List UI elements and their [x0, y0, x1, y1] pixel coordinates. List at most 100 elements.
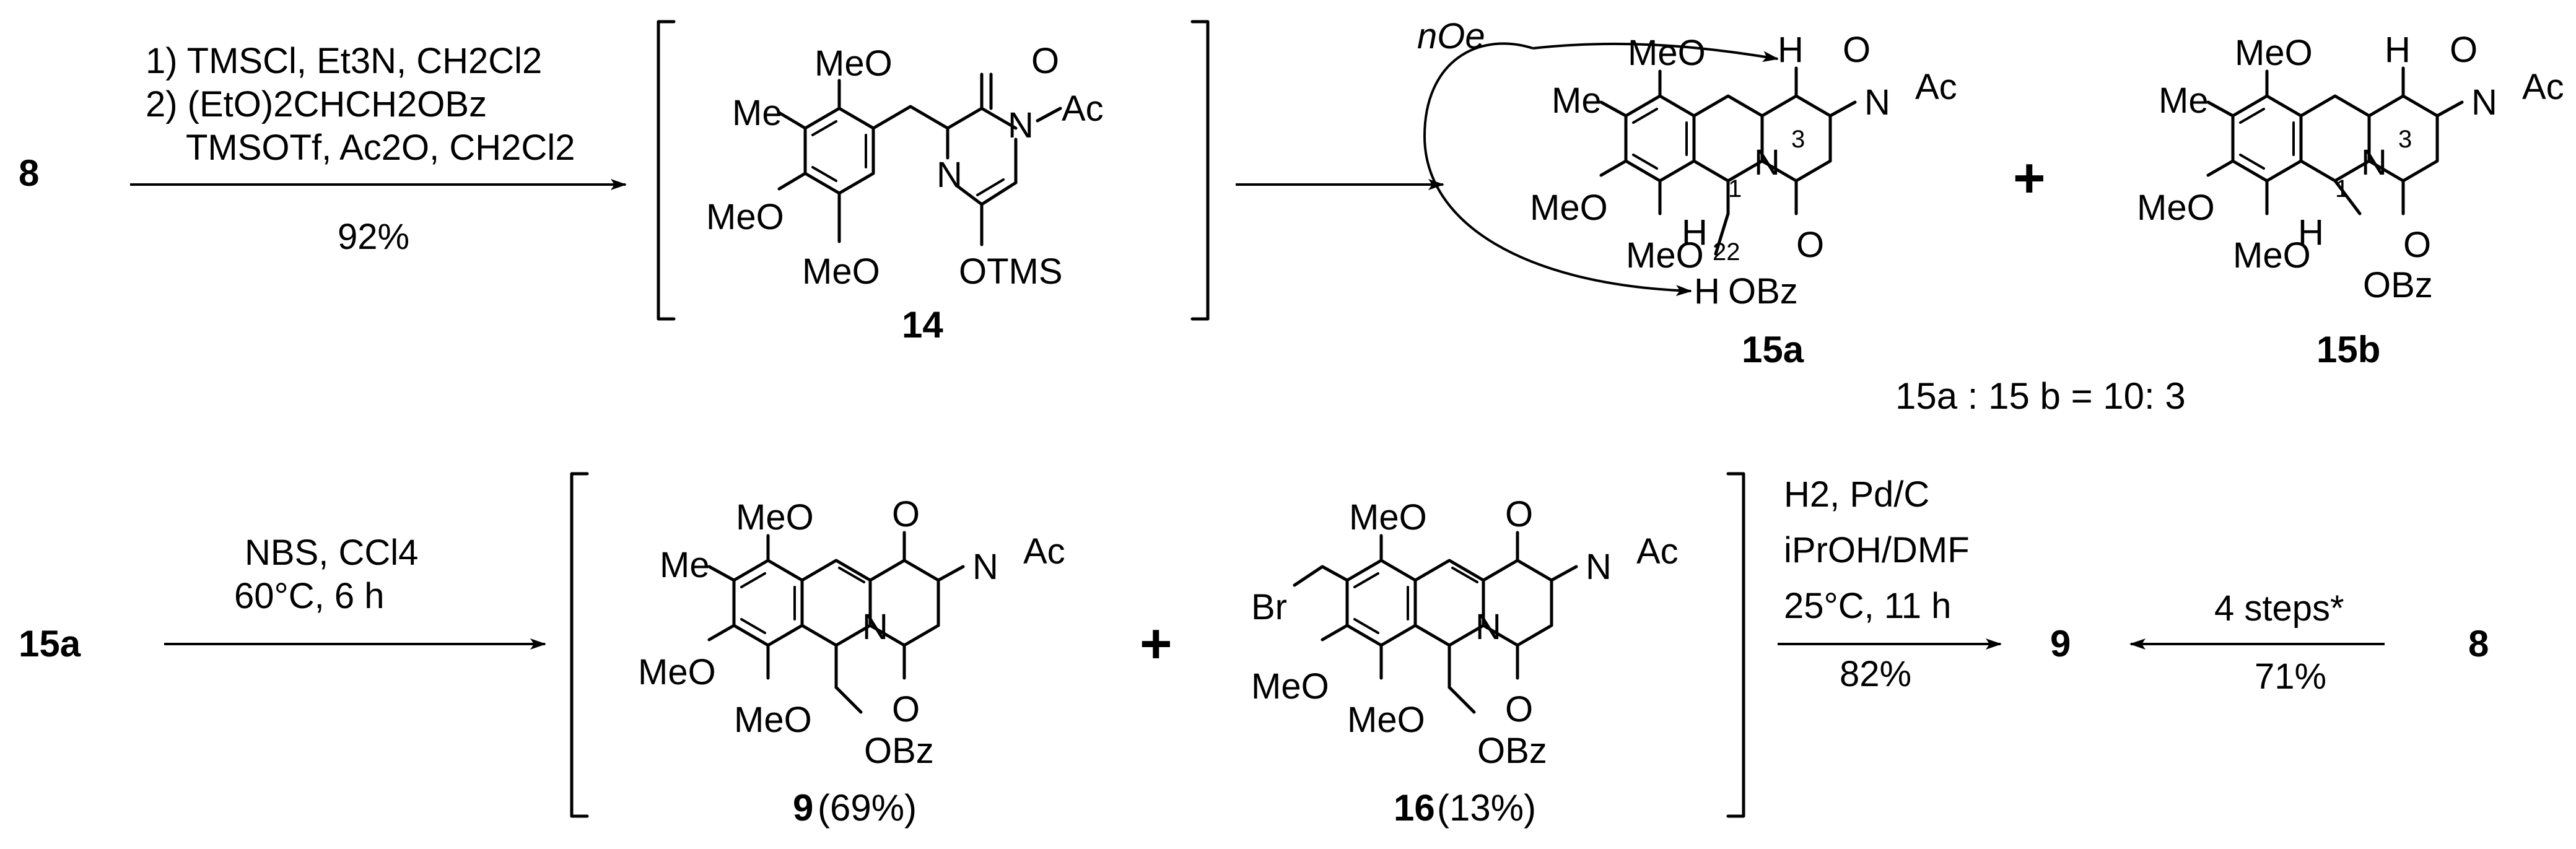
compound-16-label: 16 [1394, 787, 1435, 829]
c14-meo-top: MeO [814, 43, 893, 84]
compound-9-yield: (69%) [818, 787, 917, 829]
compound-8-end-label: 8 [2468, 623, 2489, 664]
c9-meo-top: MeO [736, 497, 814, 538]
compound-9-label: 9 [793, 787, 813, 829]
c9-o-bottom: O [892, 689, 920, 729]
step4-line1: H2, Pd/C [1784, 474, 1929, 515]
c9-o-top: O [892, 494, 920, 534]
noe-arrow-upper [1532, 42, 1779, 63]
c15a-meo-top: MeO [1628, 33, 1706, 73]
compound-14-structure: MeO Me MeO MeO O N Ac N OTMS [706, 41, 1104, 292]
c15a-num1: 1 [1728, 175, 1742, 202]
c15b-obz: OBz [2363, 265, 2433, 305]
c14-meo-bottom: MeO [802, 251, 880, 292]
c15b-h3: H [2385, 30, 2411, 70]
bracket-right-14 [1190, 20, 1210, 321]
compound-15a-structure: MeO Me MeO MeO H O N Ac N O H H OBz 1 3 … [1530, 30, 1957, 311]
c16-br: Br [1251, 587, 1287, 627]
c15a-me: Me [1552, 81, 1602, 121]
bracket-left-9-16 [570, 472, 589, 818]
bracket-right-9-16 [1726, 472, 1745, 818]
step1-conditions: 1) TMSCl, Et3N, CH2Cl2 2) (EtO)2CHCH2OBz… [146, 41, 575, 257]
c14-me: Me [732, 93, 782, 133]
c15b-o-top: O [2450, 30, 2478, 70]
c15a-num22: 22 [1713, 238, 1740, 266]
c15b-meo-bottom: MeO [2233, 235, 2311, 276]
noe-label: nOe [1417, 16, 1485, 56]
c15b-num1: 1 [2335, 175, 2349, 202]
c15a-meo-left: MeO [1530, 188, 1608, 228]
c14-meo-left: MeO [706, 197, 784, 237]
step5-line1: 4 steps* [2214, 588, 2344, 629]
step4-conditions: H2, Pd/C iPrOH/DMF 25°C, 11 h 82% [1784, 474, 1970, 694]
step3-conditions: NBS, CCl4 60°C, 6 h [234, 533, 418, 616]
c15a-n: N [1864, 82, 1890, 123]
c15b-h1: H [2298, 212, 2324, 253]
bracket-left-14 [657, 20, 676, 321]
step4-line3: 25°C, 11 h [1784, 586, 1951, 626]
compound-9-product-label: 9 [2050, 623, 2071, 664]
c15b-meo-top: MeO [2235, 33, 2313, 73]
c16-meo-top: MeO [1349, 497, 1427, 538]
c9-meo-left: MeO [638, 652, 716, 692]
c16-o-bottom: O [1505, 689, 1533, 729]
c9-meo-bottom: MeO [734, 700, 812, 740]
c14-ac: Ac [1062, 89, 1104, 129]
compound-15a-label: 15a [1742, 329, 1804, 370]
c16-meo-bottom: MeO [1347, 700, 1425, 740]
c16-n: N [1586, 547, 1612, 587]
c9-me: Me [660, 545, 710, 585]
step1-yield: 92% [338, 217, 409, 257]
c14-otms: OTMS [959, 251, 1063, 292]
c9-n2: N [862, 607, 888, 647]
compound-15b-structure: MeO Me MeO MeO H O N Ac N O H OBz 1 3 [2137, 30, 2564, 305]
compound-8-label: 8 [19, 152, 39, 194]
step5-conditions: 4 steps* 71% [2214, 588, 2344, 697]
c15a-n2: N [1754, 142, 1780, 183]
plus-sign-2: + [1140, 613, 1172, 675]
c9-n: N [972, 547, 998, 587]
step3-line1: NBS, CCl4 [245, 533, 418, 573]
c15a-h1: H [1682, 212, 1708, 253]
step4-yield: 82% [1840, 654, 1911, 694]
c14-o: O [1031, 41, 1059, 81]
c9-obz: OBz [864, 731, 934, 771]
c15b-meo-left: MeO [2137, 188, 2215, 228]
c16-obz: OBz [1477, 731, 1547, 771]
c14-n: N [1008, 105, 1034, 146]
c15b-n2: N [2361, 142, 2387, 183]
step3-line2: 60°C, 6 h [234, 576, 384, 616]
step1-line3: TMSOTf, Ac2O, CH2Cl2 [186, 128, 575, 168]
c16-n2: N [1475, 607, 1501, 647]
c15b-ac: Ac [2522, 67, 2564, 107]
c15a-o-bottom: O [1796, 225, 1824, 265]
compound-15b-label: 15b [2316, 329, 2380, 370]
c15a-num3: 3 [1791, 126, 1805, 153]
step1-line2: 2) (EtO)2CHCH2OBz [146, 84, 487, 124]
step5-yield: 71% [2255, 656, 2326, 697]
c15a-meo-bottom: MeO [1626, 235, 1704, 276]
c16-meo-left: MeO [1251, 666, 1329, 707]
c15a-h22: H [1694, 271, 1720, 311]
c15a-o-top: O [1843, 30, 1871, 70]
c15b-n: N [2471, 82, 2497, 123]
c15b-me: Me [2159, 81, 2209, 121]
c14-n2: N [937, 155, 963, 195]
step4-line2: iPrOH/DMF [1784, 530, 1970, 570]
plus-sign-1: + [2013, 147, 2046, 209]
c15a-h3: H [1778, 30, 1804, 70]
c16-o-top: O [1505, 494, 1533, 534]
compound-15a-start-label: 15a [19, 623, 81, 664]
c15b-o-bottom: O [2403, 225, 2431, 265]
c15a-ac: Ac [1915, 67, 1957, 107]
c9-ac: Ac [1023, 531, 1065, 572]
compound-16-yield: (13%) [1437, 787, 1536, 829]
compound-9-structure: MeO Me MeO MeO O N Ac N O OBz [638, 494, 1065, 771]
c15b-num3: 3 [2398, 126, 2412, 153]
compound-14-label: 14 [902, 304, 943, 346]
c16-ac: Ac [1636, 531, 1679, 572]
step1-line1: 1) TMSCl, Et3N, CH2Cl2 [146, 41, 542, 81]
c15a-obz: OBz [1728, 271, 1798, 311]
noe-arrow-lower [1423, 42, 1692, 297]
